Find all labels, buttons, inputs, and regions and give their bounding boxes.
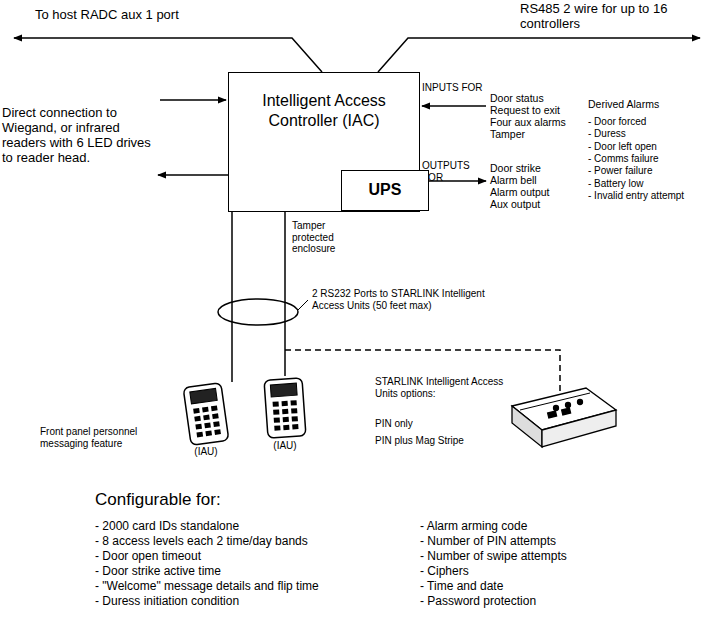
annotation-text: Aux output — [490, 198, 590, 210]
keypad-illustration — [258, 376, 312, 440]
leader-line — [298, 300, 308, 310]
annotation-text: - Invalid entry attempt — [588, 190, 710, 202]
annotation-text: Direct connection to Wiegand, or infrare… — [2, 106, 154, 166]
annotation-text: INPUTS FOR — [422, 82, 492, 94]
mag-stripe-unit — [512, 388, 616, 447]
annotation-text: RS485 2 wire for up to 16 controllers — [520, 2, 670, 32]
annotation-text: Tamper — [490, 128, 590, 140]
port-cable — [284, 212, 286, 376]
reader-out-arrow — [158, 174, 228, 176]
box-title: UPS — [342, 180, 428, 200]
keypad-illustration — [176, 382, 236, 446]
annotation-text: - "Welcome" message details and flip tim… — [95, 580, 405, 594]
annotation-text: - Battery low — [588, 178, 710, 190]
annotation-text: - 8 access levels each 2 time/day bands — [95, 535, 405, 549]
host-line — [14, 38, 322, 72]
controller-box: Intelligent Access Controller (IAC)UPS — [228, 72, 420, 212]
keypad-unit: (IAU) — [176, 382, 236, 459]
annotation-text: - Door open timeout — [95, 550, 405, 564]
annotation-text: Door strike — [490, 162, 590, 174]
annotation-text: - Comms failure — [588, 153, 710, 165]
port-cable — [231, 212, 233, 382]
keypad-unit: (IAU) — [258, 376, 312, 453]
annotation-text: Four aux alarms — [490, 116, 590, 128]
annotation-text: - Door forced — [588, 116, 710, 128]
annotation-text: - Duress initiation condition — [95, 595, 405, 609]
unit-caption: (IAU) — [258, 440, 312, 453]
annotation-text: - Number of PIN attempts — [420, 535, 700, 549]
annotation-text: - Password protection — [420, 595, 700, 609]
annotation-text: - Number of swipe attempts — [420, 550, 700, 564]
annotation-text: - Ciphers — [420, 565, 700, 579]
inputs-arrow — [422, 105, 486, 107]
annotation-text: STARLINK Intelligent Access Units option… — [375, 376, 505, 399]
annotation-text: Front panel personnel messaging feature — [40, 426, 158, 449]
annotation-text: - Duress — [588, 128, 710, 140]
annotation-text: 2 RS232 Ports to STARLINK Intelligent Ac… — [312, 288, 502, 311]
box-title: Intelligent Access Controller (IAC) — [245, 91, 403, 131]
annotation-text: - 2000 card IDs standalone — [95, 520, 405, 534]
reader-in-arrow — [160, 99, 226, 101]
annotation-text: To host RADC aux 1 port — [35, 8, 235, 23]
annotation-text: Alarm bell — [490, 174, 590, 186]
annotation-text: - Alarm arming code — [420, 520, 700, 534]
annotation-text: PIN only — [375, 418, 495, 430]
annotation-text: PIN plus Mag Stripe — [375, 435, 505, 447]
port-bundle-ellipse — [218, 299, 298, 325]
annotation-text: Alarm output — [490, 186, 590, 198]
annotation-text: - Time and date — [420, 580, 700, 594]
rs485-line — [378, 38, 700, 72]
annotation-text: - Door strike active time — [95, 565, 405, 579]
annotation-text: Configurable for: — [95, 490, 315, 510]
ups-box: UPS — [341, 170, 429, 211]
annotation-text: - Door left open — [588, 141, 710, 153]
annotation-text: Derived Alarms — [588, 98, 710, 110]
annotation-text: OUTPUTS FOR — [422, 160, 492, 183]
annotation-text: Tamper protected enclosure — [292, 220, 364, 255]
unit-caption: (IAU) — [176, 446, 236, 459]
annotation-text: - Power failure — [588, 165, 710, 177]
annotation-text: Request to exit — [490, 104, 590, 116]
annotation-text: Door status — [490, 92, 590, 104]
